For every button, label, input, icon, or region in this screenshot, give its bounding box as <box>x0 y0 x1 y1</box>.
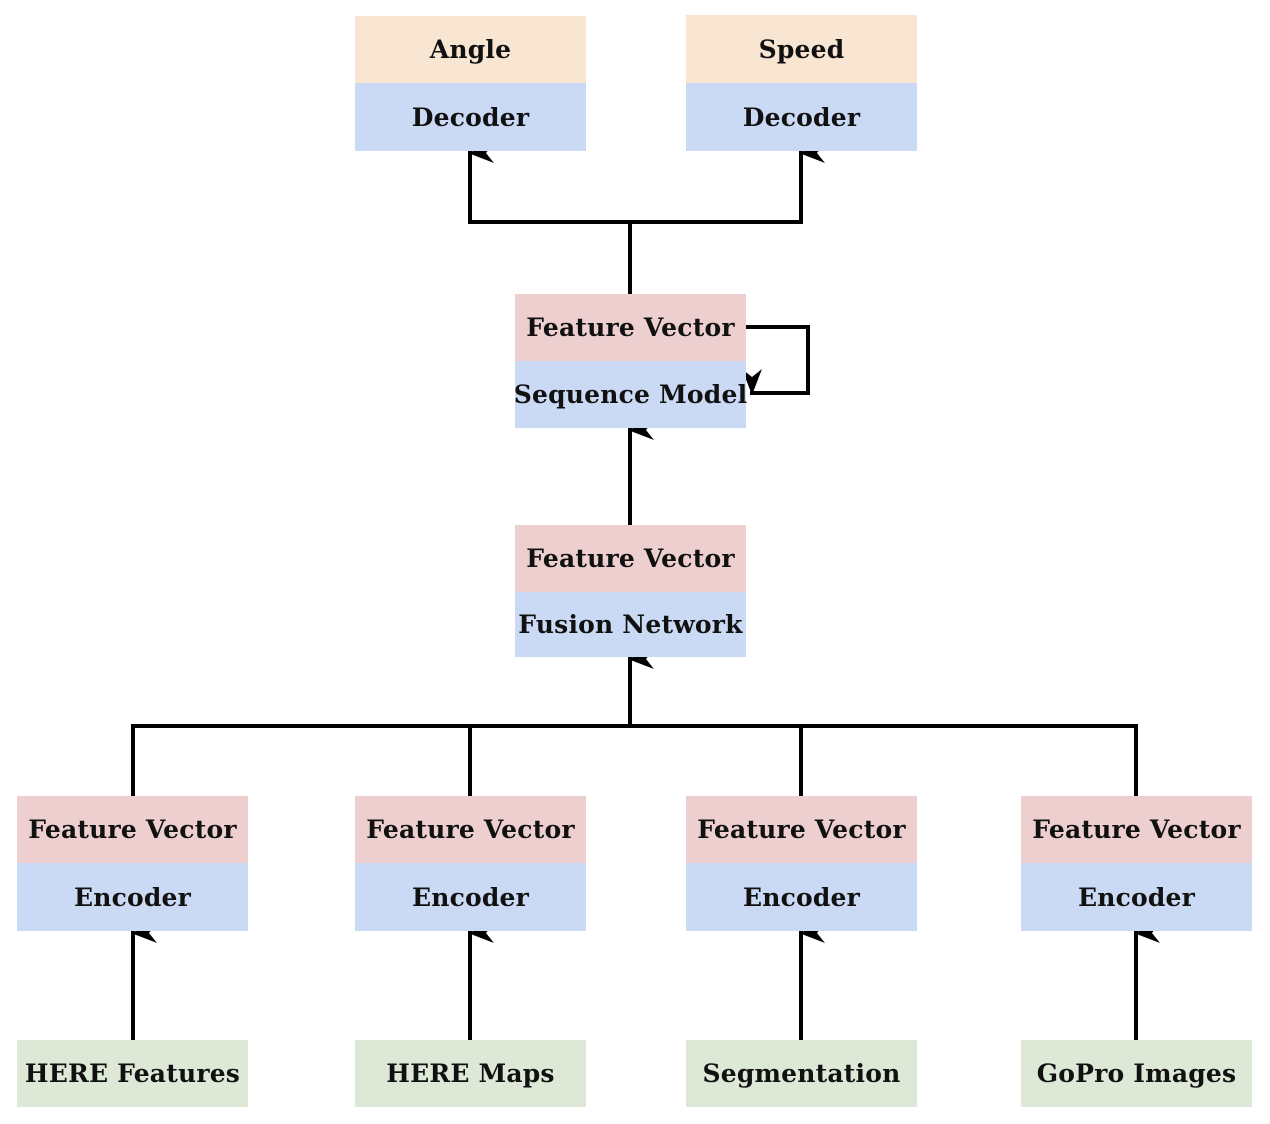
encoder-2: Encoder <box>355 863 586 931</box>
encoder-1: Encoder <box>17 863 248 931</box>
encoder-merge-bus <box>131 724 1138 798</box>
speed-head: Speed <box>686 15 917 83</box>
encoder-4-feature-vector: Feature Vector <box>1021 796 1252 863</box>
angle-decoder: Decoder <box>355 83 586 151</box>
encoder-3: Encoder <box>686 863 917 931</box>
encoder-block-2: Feature Vector Encoder <box>355 796 586 931</box>
encoder-block-3: Feature Vector Encoder <box>686 796 917 931</box>
fusion-network: Fusion Network <box>515 592 746 657</box>
angle-output-block: Angle Decoder <box>355 16 586 151</box>
encoder-1-feature-vector: Feature Vector <box>17 796 248 863</box>
input-segmentation: Segmentation <box>686 1040 917 1107</box>
sequence-model: Sequence Model <box>514 361 747 428</box>
fusion-feature-vector: Feature Vector <box>515 525 746 592</box>
speed-output-block: Speed Decoder <box>686 15 917 151</box>
recurrent-loop <box>742 325 810 395</box>
encoder-2-feature-vector: Feature Vector <box>355 796 586 863</box>
fusion-network-block: Feature Vector Fusion Network <box>515 525 746 657</box>
encoder-block-1: Feature Vector Encoder <box>17 796 248 931</box>
angle-head: Angle <box>355 16 586 83</box>
encoder-4: Encoder <box>1021 863 1252 931</box>
encoder-3-feature-vector: Feature Vector <box>686 796 917 863</box>
input-gopro-images: GoPro Images <box>1021 1040 1252 1107</box>
sequence-model-block: Feature Vector Sequence Model <box>514 294 747 428</box>
decoder-split-bus <box>468 220 803 296</box>
input-here-maps: HERE Maps <box>355 1040 586 1107</box>
speed-decoder: Decoder <box>686 83 917 151</box>
input-here-features: HERE Features <box>17 1040 248 1107</box>
sequence-feature-vector: Feature Vector <box>515 294 746 361</box>
encoder-block-4: Feature Vector Encoder <box>1021 796 1252 931</box>
